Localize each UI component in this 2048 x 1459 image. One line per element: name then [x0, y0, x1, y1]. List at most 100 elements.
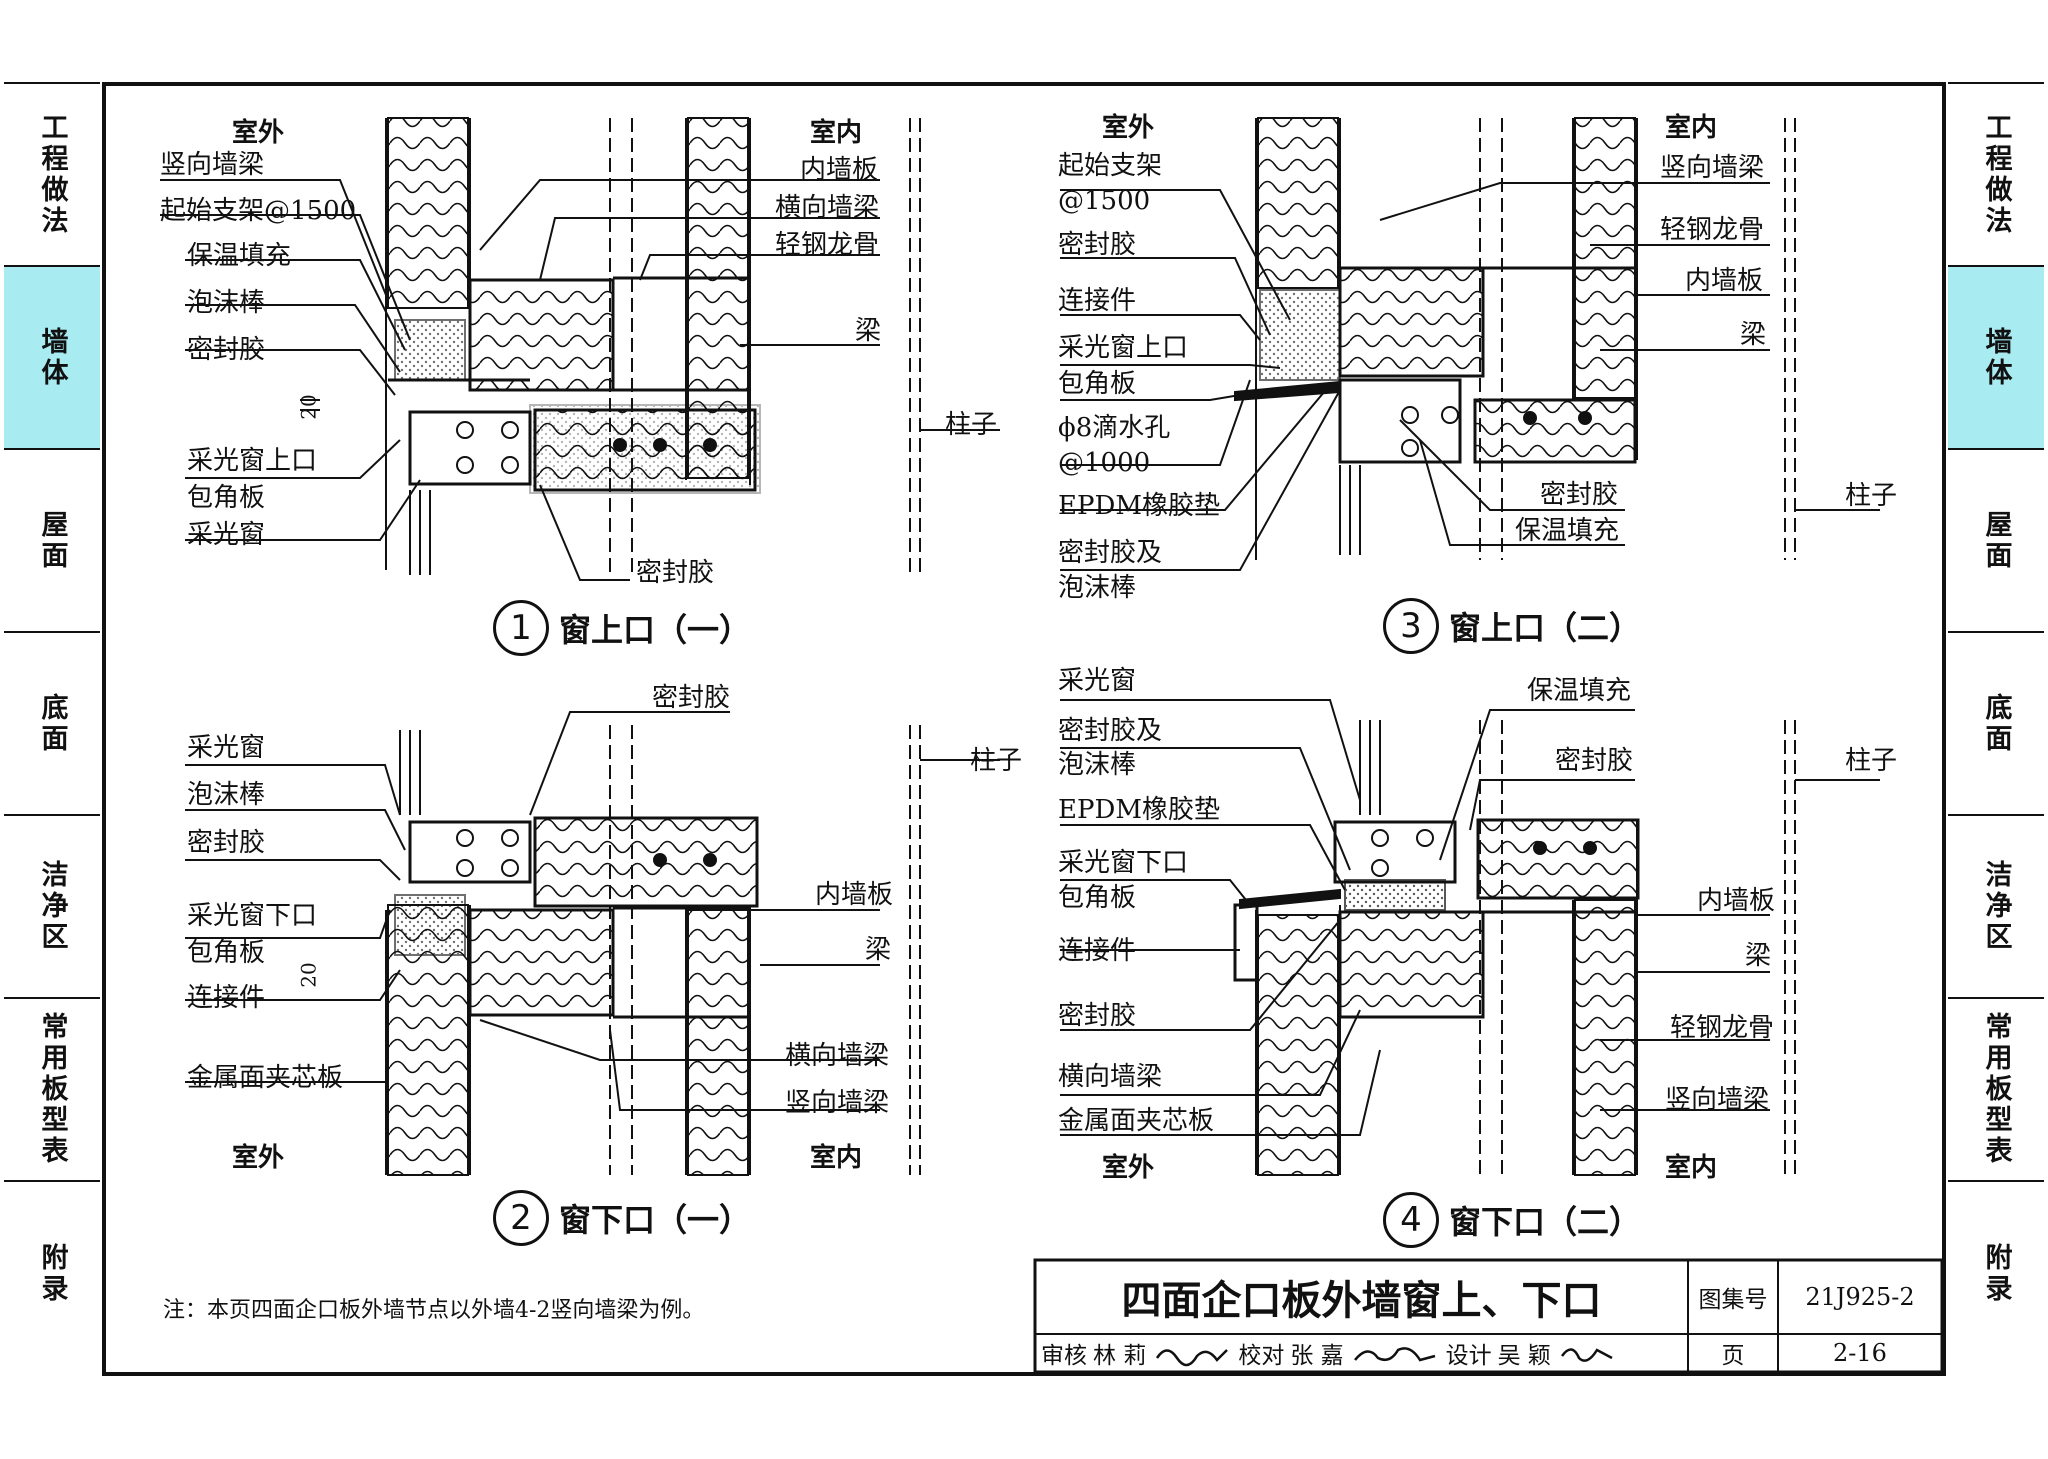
- d4-label-sealant-2: 密封胶: [1555, 746, 1634, 776]
- d3-label-sealant: 密封胶: [1058, 230, 1137, 260]
- detail-1-title: 1 窗上口（一）: [493, 600, 751, 656]
- tab-panel-table[interactable]: 常用板型表: [1948, 999, 2044, 1182]
- d3-label-drip-hole: ϕ8滴水孔: [1058, 413, 1171, 443]
- d4-label-horizontal-girt: 横向墙梁: [1058, 1062, 1163, 1092]
- d4-label-connector: 连接件: [1058, 936, 1137, 966]
- d3-label-epdm-gasket: EPDM橡胶垫: [1058, 491, 1220, 521]
- d4-label-interior: 室内: [1665, 1153, 1718, 1183]
- d3-label-bracket-spacing: @1500: [1058, 186, 1151, 216]
- atlas-number-label: 图集号: [1698, 1287, 1768, 1313]
- d4-label-epdm-gasket: EPDM橡胶垫: [1058, 795, 1220, 825]
- d3-label-insulation-fill: 保温填充: [1515, 516, 1620, 546]
- tab-engineering-method[interactable]: 工程做法: [1948, 84, 2044, 267]
- d3-label-foam-rod: 泡沫棒: [1058, 573, 1137, 603]
- tab-clean-zone[interactable]: 洁净区: [4, 816, 100, 999]
- tab-divider: [1948, 82, 2044, 84]
- detail-title-text: 窗上口（二）: [1449, 609, 1642, 647]
- d2-label-vertical-girt: 竖向墙梁: [785, 1088, 890, 1118]
- title-block: 四面企口板外墙窗上、下口 图集号 21J925-2 审核 林 莉 校对 张 嘉 …: [1035, 1260, 1942, 1372]
- tab-roof[interactable]: 屋面: [1948, 450, 2044, 633]
- d4-label-column: 柱子: [1845, 746, 1898, 776]
- d2-label-column: 柱子: [970, 746, 1023, 776]
- detail-2-title: 2 窗下口（一）: [493, 1190, 751, 1246]
- tab-bottom[interactable]: 底面: [1948, 633, 2044, 816]
- exterior-panel: [387, 117, 469, 309]
- check-label: 校对: [1238, 1343, 1285, 1369]
- detail-4-drawing: [1060, 699, 1880, 1176]
- tab-bottom[interactable]: 底面: [4, 633, 100, 816]
- d1-label-window-head: 采光窗上口: [187, 446, 318, 476]
- d3-label-sealant-2: 密封胶: [1540, 480, 1619, 510]
- d2-label-sandwich-panel: 金属面夹芯板: [187, 1063, 344, 1093]
- title-block-lines: [1033, 1258, 1944, 1374]
- d1-label-corner-flashing: 包角板: [187, 483, 266, 513]
- d4-label-exterior: 室外: [1102, 1153, 1155, 1183]
- tab-label: 附录: [36, 1242, 68, 1305]
- tab-label: 底面: [1980, 692, 2012, 755]
- d1-label-start-bracket: 起始支架@1500: [160, 196, 357, 226]
- tab-label: 工程做法: [1980, 112, 2012, 237]
- d3-label-connector: 连接件: [1058, 286, 1137, 316]
- d4-label-beam: 梁: [1745, 941, 1772, 971]
- tab-panel-table[interactable]: 常用板型表: [4, 999, 100, 1182]
- d1-label-skylight-window: 采光窗: [187, 520, 266, 550]
- d4-label-vertical-girt: 竖向墙梁: [1665, 1085, 1770, 1115]
- designer-signature: [1560, 1348, 1613, 1362]
- tab-engineering-method[interactable]: 工程做法: [4, 84, 100, 267]
- detail-number-circle: 1: [493, 600, 549, 656]
- d4-label-light-steel-keel: 轻钢龙骨: [1670, 1013, 1775, 1043]
- d4-label-skylight-window: 采光窗: [1058, 666, 1137, 696]
- d3-label-interior-panel: 内墙板: [1685, 266, 1764, 296]
- d2-label-exterior: 室外: [232, 1143, 285, 1173]
- d2-label-interior-panel: 内墙板: [815, 880, 894, 910]
- signature-row: 审核 林 莉 校对 张 嘉 设计 吴 颖: [1035, 1334, 1688, 1372]
- detail-3-title: 3 窗上口（二）: [1383, 598, 1641, 654]
- d1-label-column: 柱子: [945, 410, 998, 440]
- page-label: 页: [1721, 1343, 1745, 1369]
- drawing-title: 四面企口板外墙窗上、下口: [1121, 1278, 1602, 1324]
- d3-label-exterior: 室外: [1102, 113, 1155, 143]
- d3-label-beam: 梁: [1740, 320, 1767, 350]
- tab-appendix[interactable]: 附录: [4, 1182, 100, 1365]
- detail-number-circle: 4: [1383, 1192, 1439, 1248]
- checker-name: 张 嘉: [1290, 1343, 1344, 1369]
- d1-label-exterior: 室外: [232, 118, 285, 148]
- d1-label-sealant-1: 密封胶: [187, 335, 266, 365]
- d2-label-horizontal-girt: 横向墙梁: [785, 1041, 890, 1071]
- detail-number-circle: 2: [493, 1190, 549, 1246]
- design-label: 设计: [1445, 1343, 1492, 1369]
- right-category-tabs: 工程做法 墙体 屋面 底面 洁净区 常用板型表 附录: [1948, 82, 2044, 1365]
- d2-label-foam-rod: 泡沫棒: [187, 780, 266, 810]
- tab-label: 常用板型表: [36, 1012, 68, 1167]
- d3-label-interior: 室内: [1665, 113, 1718, 143]
- tab-label: 底面: [36, 692, 68, 755]
- detail-3-drawing: [1060, 117, 1880, 571]
- left-category-tabs: 工程做法 墙体 屋面 底面 洁净区 常用板型表 附录: [4, 82, 100, 1365]
- tab-label: 附录: [1980, 1242, 2012, 1305]
- d1-label-insulation-fill: 保温填充: [187, 241, 292, 271]
- d4-label-foam-rod: 泡沫棒: [1058, 750, 1137, 780]
- tab-wall[interactable]: 墙体: [1948, 267, 2044, 450]
- d1-label-light-steel-keel: 轻钢龙骨: [775, 230, 880, 260]
- d3-label-sealant-and: 密封胶及: [1058, 538, 1163, 568]
- tab-label: 工程做法: [36, 112, 68, 237]
- d1-label-interior-panel: 内墙板: [800, 155, 879, 185]
- atlas-number: 21J925-2: [1805, 1283, 1915, 1311]
- d1-label-interior: 室内: [810, 118, 863, 148]
- tab-clean-zone[interactable]: 洁净区: [1948, 816, 2044, 999]
- detail-4-title: 4 窗下口（二）: [1383, 1192, 1641, 1248]
- d2-dimension: 20: [296, 962, 321, 988]
- checker-signature: [1353, 1347, 1435, 1362]
- d4-label-insulation-fill: 保温填充: [1527, 676, 1632, 706]
- tab-appendix[interactable]: 附录: [1948, 1182, 2044, 1365]
- d3-label-vertical-girt: 竖向墙梁: [1660, 153, 1765, 183]
- designer-name: 吴 颖: [1497, 1343, 1551, 1369]
- tab-label: 墙体: [1980, 326, 2012, 389]
- d4-label-corner-flashing: 包角板: [1058, 883, 1137, 913]
- horizontal-girt: [469, 279, 614, 391]
- d3-label-light-steel-keel: 轻钢龙骨: [1660, 215, 1765, 245]
- tab-roof[interactable]: 屋面: [4, 450, 100, 633]
- tab-wall[interactable]: 墙体: [4, 267, 100, 450]
- detail-title-text: 窗上口（一）: [559, 611, 752, 649]
